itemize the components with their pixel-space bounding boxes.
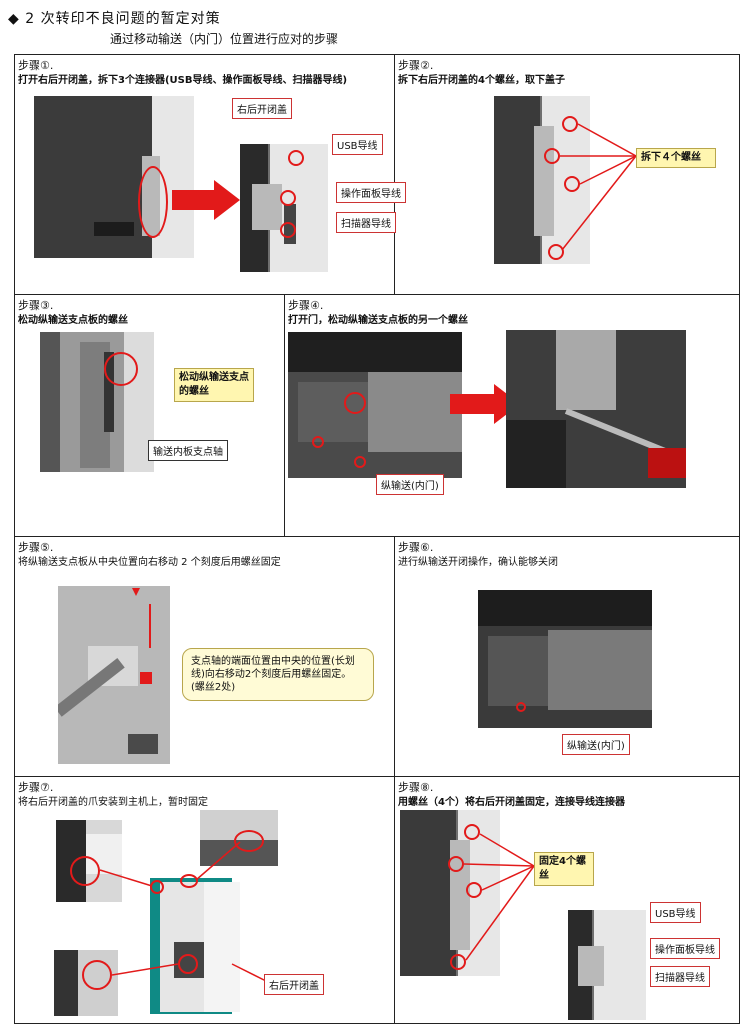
step7-claw-circle-5 [178,954,198,974]
step6-screw-circle [516,702,526,712]
step4-photo-screwdriver [506,330,686,488]
step8-screw-circle-3 [466,882,482,898]
step4-screw-circle-2 [312,436,324,448]
step2-screw-circle-2 [544,148,560,164]
step8-screw-circle-1 [464,824,480,840]
step2-screw-circle-3 [564,176,580,192]
step1-photo-rear [34,96,194,258]
step7-claw-circle-4 [180,874,198,888]
row-divider-2 [14,536,740,537]
row-divider-1 [14,294,740,295]
step5-label-note: 支点轴的端面位置由中央的位置(长划线)向右移动2个刻度后用螺丝固定。(螺丝2处) [182,648,374,701]
step8-screw-circle-4 [450,954,466,970]
step8-screw-circle-2 [448,856,464,872]
step1-description: 打开右后开闭盖，拆下3个连接器(USB导线、操作面板导线、扫描器导线) [18,75,348,86]
step4-number: 步骤④. [288,299,324,312]
step5-description: 将纵输送支点板从中央位置向右移动 2 个刻度后用螺丝固定 [18,557,281,568]
step6-description: 进行纵输送开闭操作，确认能够关闭 [398,557,558,568]
step6-photo [478,590,652,728]
step8-photo-cover [400,810,500,976]
step2-pointer-lines [560,123,637,251]
step7-photo-cover [160,882,240,1012]
row-divider-3 [14,776,740,777]
col-divider-row4 [394,776,395,1024]
page-title: ◆ 2 次转印不良问题的暂定对策 [8,11,221,27]
step4-description: 打开门，松动纵输送支点板的另一个螺丝 [288,315,468,326]
step2-label-screws: 拆下４个螺丝 [636,148,716,168]
step8-photo-connectors [568,910,646,1020]
step7-number: 步骤⑦. [18,781,54,794]
step4-screw-circle-3 [354,456,366,468]
step8-label-fix: 固定4个螺丝 [534,852,594,886]
step4-photo-door [288,332,462,478]
step7-claw-circle-3 [150,880,164,894]
step7-claw-circle-1 [70,856,100,886]
page-subtitle: 通过移动输送（内门）位置进行应对的步骤 [110,32,339,46]
step3-description: 松动纵输送支点板的螺丝 [18,315,128,326]
step1-label-scanner: 扫描器导线 [336,212,396,233]
step1-label-panel: 操作面板导线 [336,182,406,203]
step8-label-panel: 操作面板导线 [650,938,720,959]
step3-number: 步骤③. [18,299,54,312]
col-divider-row2 [284,294,285,536]
step3-screw-circle [104,352,138,386]
col-divider-row3 [394,536,395,776]
step3-label-loosen: 松动纵输送支点的螺丝 [174,368,254,402]
step8-description: 用螺丝（4个）将右后开闭盖固定，连接导线连接器 [398,797,625,808]
step2-screw-circle-4 [548,244,564,260]
step6-label-vertical: 纵输送(内门) [562,734,630,755]
step7-claw-circle-2 [234,830,264,852]
step3-label-shaft: 输送内板支点轴 [148,440,228,461]
step8-number: 步骤⑧. [398,781,434,794]
step2-screw-circle-1 [562,116,578,132]
step1-scanner-circle [280,222,296,238]
step7-label-cover: 右后开闭盖 [264,974,324,995]
step5-marker-arrow-icon [132,588,152,684]
step2-description: 拆下右后开闭盖的4个螺丝，取下盖子 [398,75,565,86]
step7-description: 将右后开闭盖的爪安装到主机上，暂时固定 [18,797,208,808]
step5-photo [58,586,170,764]
step1-photo-connectors [240,144,328,272]
step2-number: 步骤②. [398,59,434,72]
step5-number: 步骤⑤. [18,541,54,554]
step4-screw-circle-1 [344,392,366,414]
step1-connector-circle [138,166,168,238]
col-divider-row1 [394,54,395,294]
step1-number: 步骤①. [18,59,54,72]
step4-label-vertical: 纵输送(内门) [376,474,444,495]
step6-number: 步骤⑥. [398,541,434,554]
steps-grid [14,54,740,1024]
step7-claw-circle-6 [82,960,112,990]
step1-label-usb: USB导线 [332,134,383,155]
step1-usb-circle [288,150,304,166]
step1-label-cover: 右后开闭盖 [232,98,292,119]
step8-label-scanner: 扫描器导线 [650,966,710,987]
step1-panel-circle [280,190,296,206]
step8-label-usb: USB导线 [650,902,701,923]
step4-arrow-icon [450,384,520,424]
step1-arrow-icon [172,180,240,220]
